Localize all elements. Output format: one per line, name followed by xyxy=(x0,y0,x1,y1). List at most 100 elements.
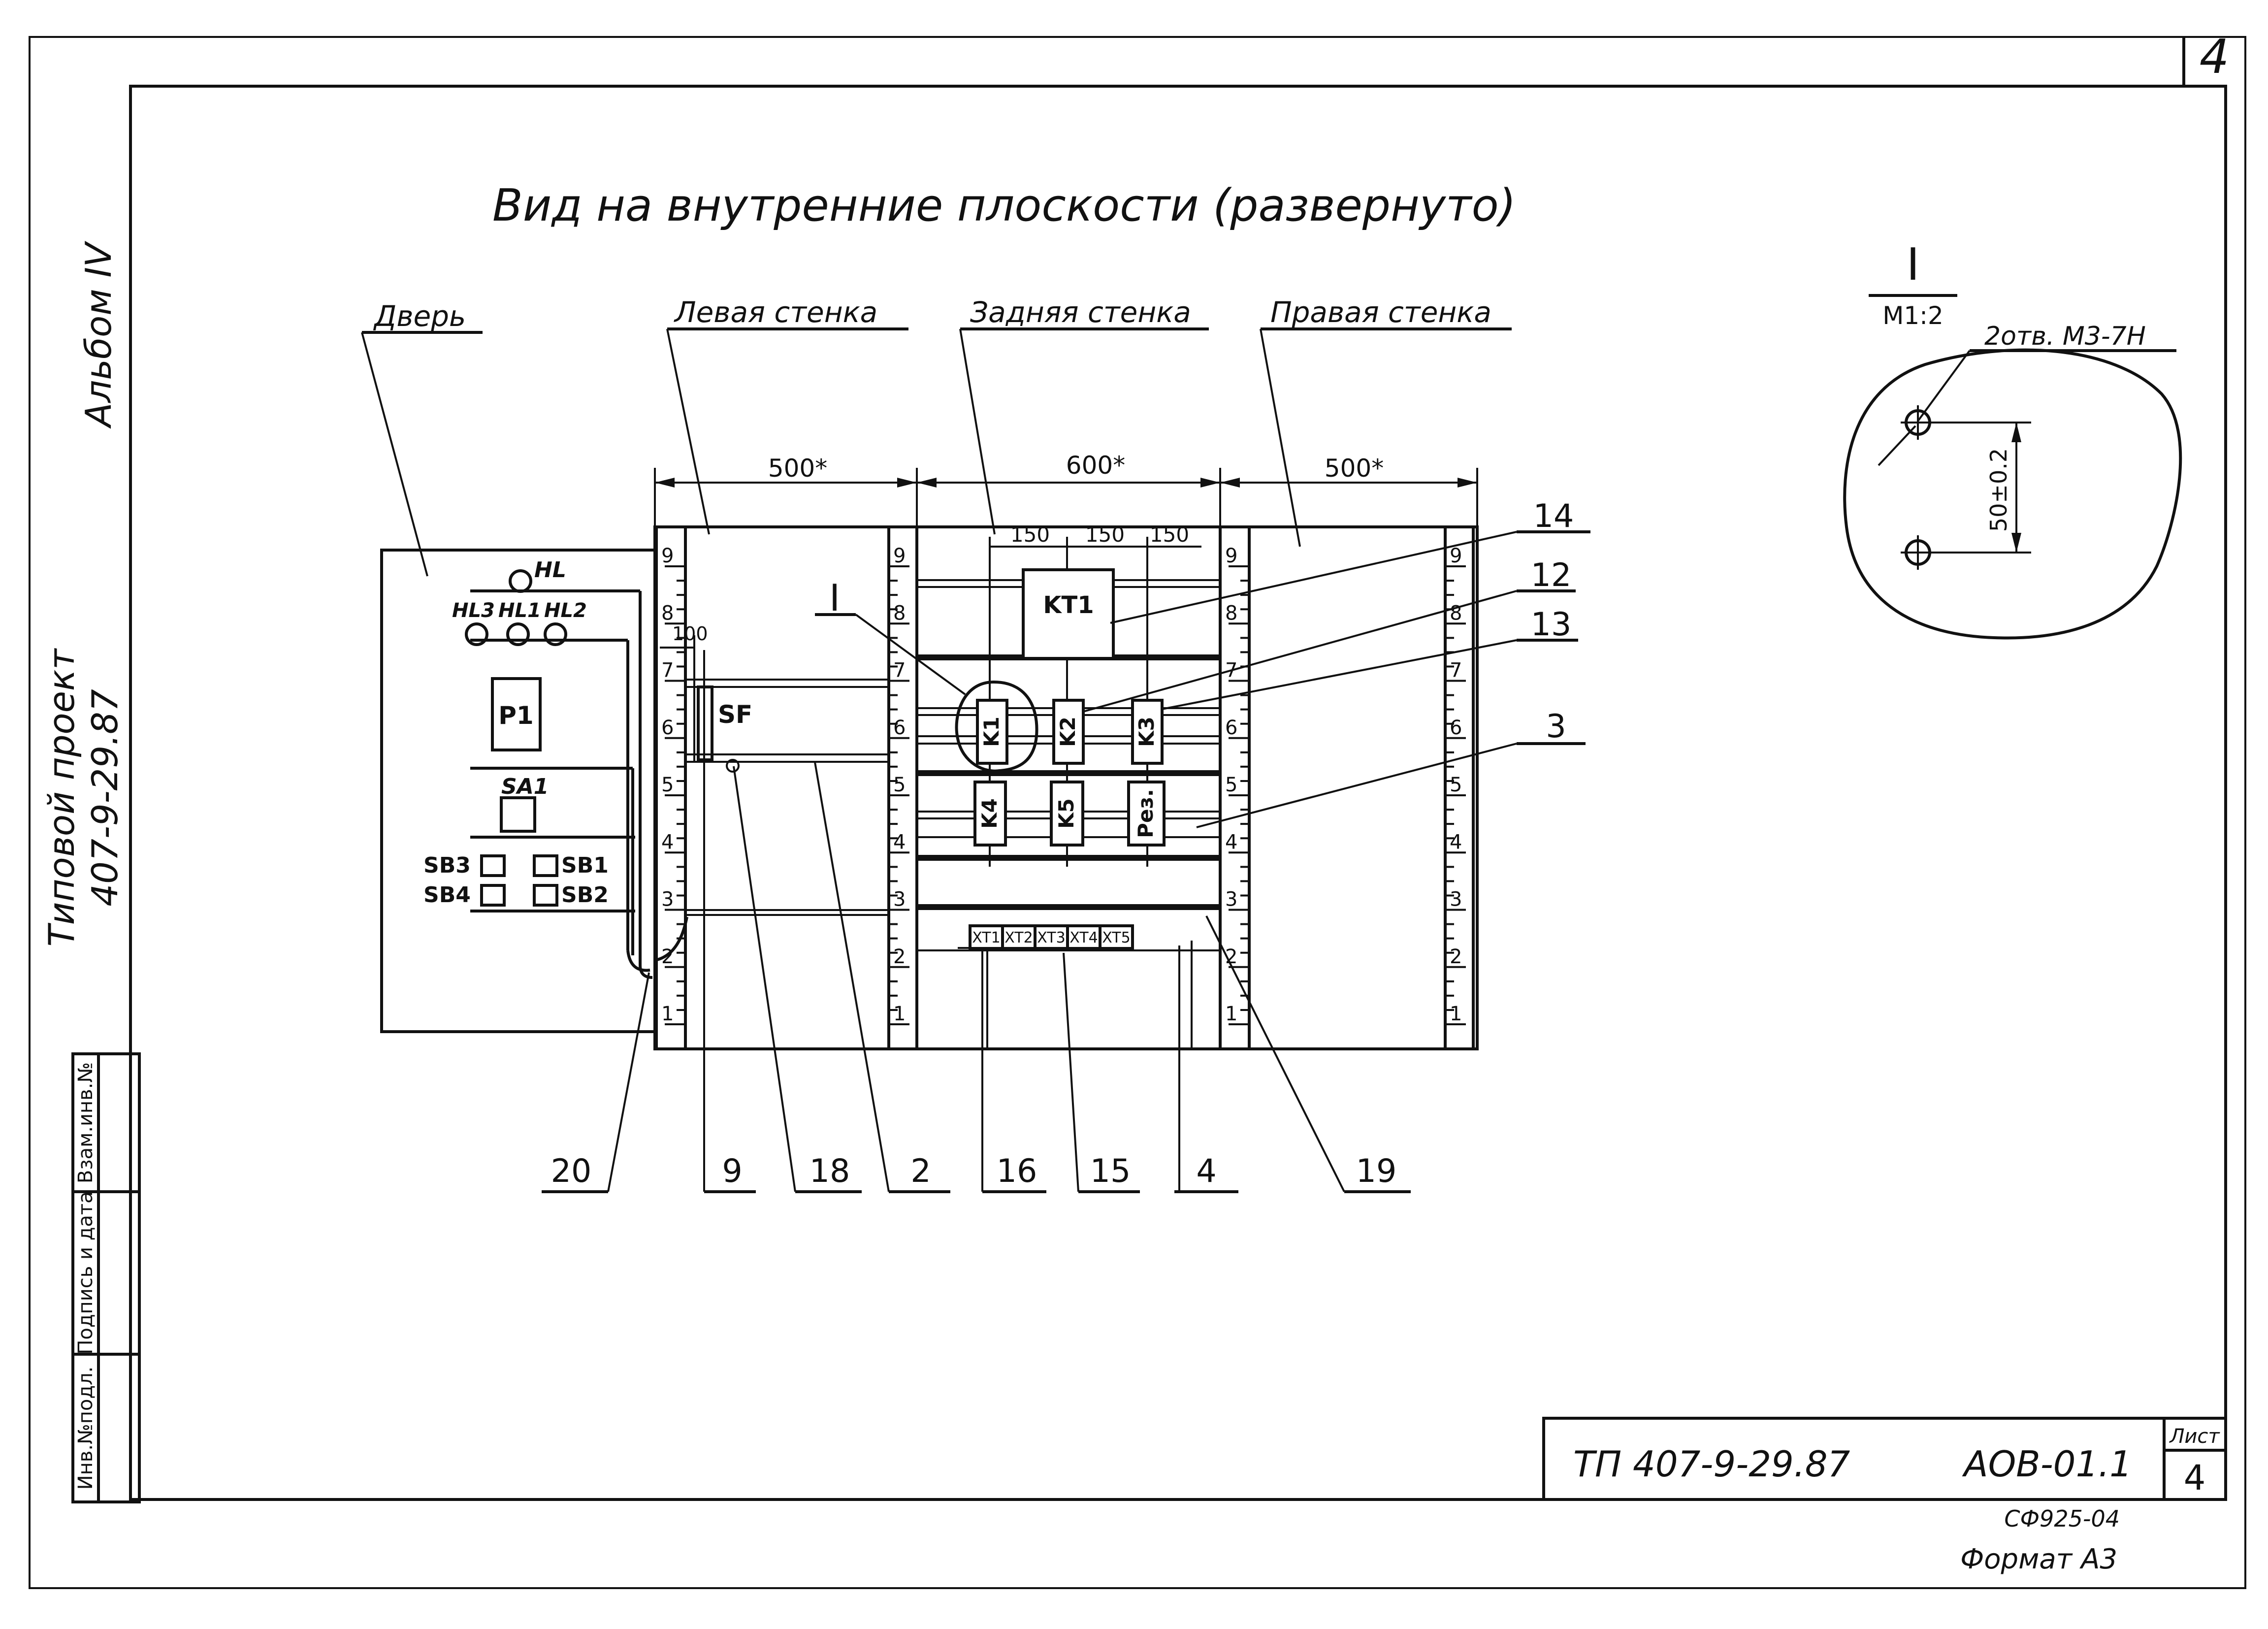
kt1-label: KT1 xyxy=(1043,591,1094,619)
rail-number-3-left-wall-left: 3 xyxy=(661,888,674,911)
rail-number-6-left-wall-right: 6 xyxy=(893,717,906,739)
archive-number: СФ925-04 xyxy=(2004,1505,2120,1532)
title-block-sheet-label: Лист xyxy=(2169,1425,2220,1448)
terminal-xt5 xyxy=(1099,924,1134,950)
sf-label: SF xyxy=(718,700,752,729)
format-label: Формат А3 xyxy=(1960,1543,2117,1575)
callout-4: 4 xyxy=(1196,1153,1216,1190)
album-label: Альбом IV xyxy=(78,240,119,429)
sb4-button xyxy=(480,884,506,907)
stamp-column xyxy=(71,1052,141,1503)
right-wall-label: Правая стенка xyxy=(1270,295,1491,329)
project-label: Типовой проект xyxy=(41,648,82,947)
terminal-label-xt2: XT2 xyxy=(1004,929,1033,946)
rail-number-5-right-wall-right: 5 xyxy=(1450,774,1462,796)
terminal-label-xt1: XT1 xyxy=(972,929,1000,946)
callout-20: 20 xyxy=(551,1153,592,1190)
k2-relay xyxy=(1052,699,1085,765)
detail-outline-k1 xyxy=(955,680,1038,773)
rail-number-9-left-wall-left: 9 xyxy=(661,545,674,567)
k4-relay xyxy=(973,781,1007,847)
rail-number-3-back-wall-right: 3 xyxy=(1225,888,1237,911)
title-block xyxy=(1542,1417,2227,1501)
rail-number-5-left-wall-left: 5 xyxy=(661,774,674,796)
door-label: Дверь xyxy=(373,299,466,333)
dim-right-width: 500* xyxy=(1325,454,1384,483)
corner-sheet-number: 4 xyxy=(2200,30,2229,84)
hl-label: HL xyxy=(534,557,566,583)
title-block-code: ТП 407-9-29.87 xyxy=(1573,1443,1850,1485)
rail-number-8-right-wall-right: 8 xyxy=(1450,602,1462,624)
rail-right-wall-right xyxy=(1444,527,1475,1049)
rail-number-2-right-wall-right: 2 xyxy=(1450,945,1462,968)
k4-label: K4 xyxy=(977,798,1002,829)
detail-distance: 50±0.2 xyxy=(1985,448,2012,532)
detail-scale: М1:2 xyxy=(1882,301,1944,330)
rail-number-4-left-wall-left: 4 xyxy=(661,831,674,853)
title-block-sheet-number: 4 xyxy=(2184,1458,2206,1498)
k1-label: K1 xyxy=(979,717,1004,747)
rail-number-6-left-wall-left: 6 xyxy=(661,717,674,739)
rail-number-3-right-wall-right: 3 xyxy=(1450,888,1462,911)
stamp-inv-label: Инв.№подл. xyxy=(74,1367,97,1490)
callout-9: 9 xyxy=(722,1153,742,1190)
detail-marker: I xyxy=(1907,239,1920,291)
rail-number-4-left-wall-right: 4 xyxy=(893,831,906,853)
stamp-replace-label: Взам.инв.№ xyxy=(74,1062,97,1183)
width-dimensions xyxy=(654,468,1478,532)
rail-number-5-left-wall-right: 5 xyxy=(893,774,906,796)
callout-14: 14 xyxy=(1533,498,1574,535)
rail-number-1-back-wall-right: 1 xyxy=(1225,1003,1237,1025)
sf-offset-dim: 100 xyxy=(672,623,708,645)
sb3-label: SB3 xyxy=(423,853,471,878)
spacing-dim-1: 150 xyxy=(1010,522,1050,547)
rail-number-7-left-wall-left: 7 xyxy=(661,659,674,682)
drawing-title: Вид на внутренние плоскости (развернуто) xyxy=(492,180,1516,231)
project-code-side: 407-9-29.87 xyxy=(84,689,126,907)
terminal-label-xt3: XT3 xyxy=(1037,929,1065,946)
rail-number-2-left-wall-right: 2 xyxy=(893,945,906,968)
p1-label: P1 xyxy=(498,701,533,730)
sheet-frame xyxy=(29,36,2246,1589)
rail-number-9-left-wall-right: 9 xyxy=(893,545,906,567)
k3-relay xyxy=(1131,699,1164,765)
rail-number-8-left-wall-right: 8 xyxy=(893,602,906,624)
callout-12: 12 xyxy=(1531,557,1572,594)
sb2-label: SB2 xyxy=(561,882,609,908)
hl1-indicator xyxy=(506,622,530,646)
terminal-label-xt5: XT5 xyxy=(1102,929,1130,946)
k2-label: K2 xyxy=(1056,717,1080,747)
callout-2: 2 xyxy=(910,1153,931,1190)
p1-device xyxy=(491,677,542,751)
rail-number-7-right-wall-right: 7 xyxy=(1450,659,1462,682)
sa1-switch xyxy=(500,796,536,833)
rail-back-wall-right xyxy=(1219,527,1251,1049)
rail-number-3-left-wall-right: 3 xyxy=(893,888,906,911)
callout-leaders-bottom xyxy=(542,650,1411,1193)
hl-indicator xyxy=(509,569,532,593)
rail-number-7-left-wall-right: 7 xyxy=(893,659,906,682)
rez-label: Рез. xyxy=(1134,789,1158,838)
callout-leaders-right xyxy=(1083,530,1590,828)
hl3-indicator xyxy=(465,622,488,646)
k5-label: K5 xyxy=(1054,798,1078,829)
detail-outline xyxy=(1843,348,2182,640)
spacing-dim-2: 150 xyxy=(1085,522,1125,547)
callout-13: 13 xyxy=(1531,606,1572,643)
terminal-9 xyxy=(726,759,740,773)
rail-number-8-left-wall-left: 8 xyxy=(661,602,674,624)
callout-15: 15 xyxy=(1090,1153,1131,1190)
spacing-dim-3: 150 xyxy=(1150,522,1189,547)
hl1-label: HL1 xyxy=(498,599,541,622)
rail-left-wall-right xyxy=(887,527,918,1049)
rail-number-1-left-wall-right: 1 xyxy=(893,1003,906,1025)
left-wall-lines xyxy=(654,635,889,962)
callout-19: 19 xyxy=(1356,1153,1397,1190)
door-panel xyxy=(380,549,656,1033)
rail-number-8-back-wall-right: 8 xyxy=(1225,602,1237,624)
callout-3: 3 xyxy=(1546,708,1566,745)
terminal-xt4 xyxy=(1066,924,1102,950)
